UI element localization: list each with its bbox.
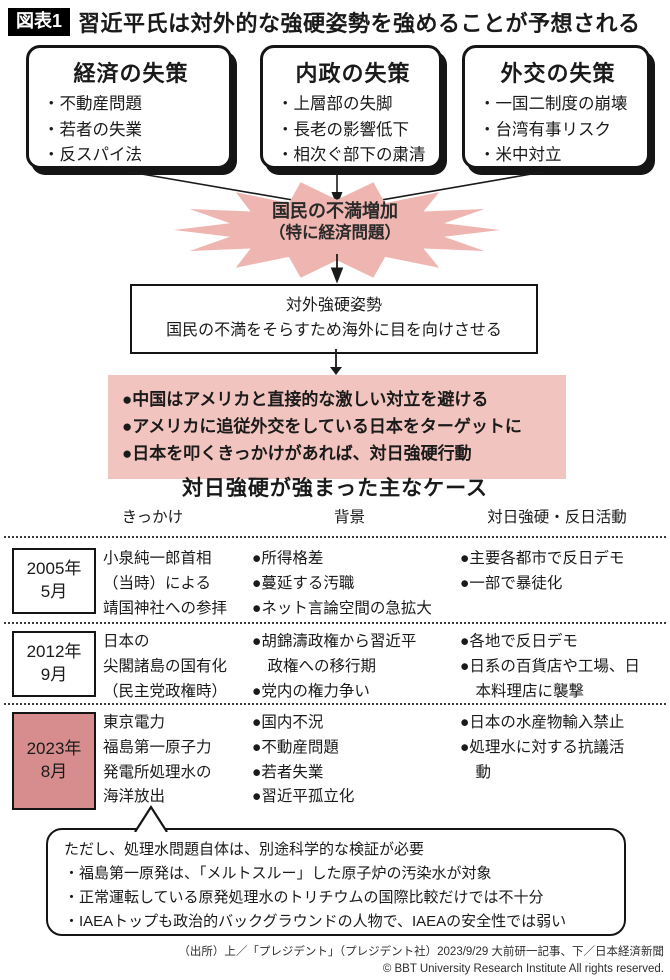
background-item: ●党内の権力争い [252,682,370,700]
strategy-item: ●アメリカに追従外交をしている日本をターゲットに [122,417,522,437]
source-line1: （出所）上／「プレジデント」（プレジデント社）2023/9/29 大前研一記事、… [178,946,664,958]
cause-box-items: ・上層部の失脚 ・長老の影響低下 ・相次ぐ部下の粛清 [277,95,426,165]
background-item: ●蔓延する汚職 [252,574,355,592]
cause-box-title: 内政の失策 [295,61,411,86]
background-item: ●胡錦濤政権から習近平 政権への移行期 [252,633,417,675]
activity-item: ●一部で暴徒化 [460,574,563,592]
activity-item: ●各地で反日デモ [460,633,578,650]
activity-item: ●主要各都市で反日デモ [460,550,625,567]
source-line2: © BBT University Research Institute All … [382,962,664,975]
activity-cell: ●主要各都市で反日デモ ●一部で暴徒化 [460,547,662,597]
stance-line2: 国民の不満をそらすため海外に目を向けさせる [166,321,502,339]
activity-cell: ●日本の水産物輸入禁止 ●処理水に対する抗議活 動 [460,711,662,785]
cause-box-title: 経済の失策 [73,61,189,86]
starburst-line1: 国民の不満増加 [272,201,398,221]
background-cell: ●国内不況 ●不動産問題 ●若者失業 ●習近平孤立化 [252,711,452,810]
cause-box-diplomacy: 外交の失策 ・一国二制度の崩壊 ・台湾有事リスク ・米中対立 [462,45,650,169]
date-cell-2023: 2023年 8月 [12,712,96,810]
background-item: ●不動産問題 [252,738,339,756]
strategy-item: ●日本を叩くきっかけがあれば、対日強硬行動 [122,444,472,464]
figure-header: 図表1 習近平氏は対外的な強硬姿勢を強めることが予想される [8,6,641,38]
background-cell: ●所得格差 ●蔓延する汚職 ●ネット言論空間の急拡大 [252,547,452,621]
dotted-divider [4,622,666,624]
activity-item: ●日本の水産物輸入禁止 [460,714,625,731]
background-item: ●所得格差 [252,550,324,567]
background-item: ●ネット言論空間の急拡大 [252,599,432,617]
callout-tail-icon [134,804,168,832]
trigger-cell: 小泉純一郎首相 （当時）による 靖国神社への参拝 [103,550,228,617]
background-item: ●若者失業 [252,763,324,781]
trigger-cell: 東京電力 福島第一原子力 発電所処理水の 海洋放出 [103,714,212,806]
note-item: ・IAEAトップも政治的バックグラウンドの人物で、IAEAの安全性では弱い [64,913,567,930]
cause-box-domestic: 内政の失策 ・上層部の失脚 ・長老の影響低下 ・相次ぐ部下の粛清 [260,45,442,169]
activity-cell: ●各地で反日デモ ●日系の百貨店や工場、日 本料理店に襲撃 [460,630,662,704]
arrow-left-to-starburst-icon [129,171,314,207]
col-header-background: 背景 [333,509,365,526]
date-cell-2012: 2012年 9月 [12,631,96,697]
stance-box: 対外強硬姿勢 国民の不満をそらすため海外に目を向けさせる [130,284,538,354]
date-cell-2005: 2005年 5月 [12,548,96,614]
background-cell: ●胡錦濤政権から習近平 政権への移行期 ●党内の権力争い [252,630,452,704]
col-header-activity: 対日強硬・反日活動 [487,509,627,526]
stance-line1: 対外強硬姿勢 [285,297,382,314]
arrow-stance-to-strategy-icon [330,349,342,375]
activity-item: ●処理水に対する抗議活 動 [460,738,625,781]
cause-box-economy: 経済の失策 ・不動産問題 ・若者の失業 ・反スパイ法 [26,45,232,169]
strategy-item: ●中国はアメリカと直接的な激しい対立を避ける [122,390,489,409]
figure-title: 習近平氏は対外的な強硬姿勢を強めることが予想される [78,11,641,36]
cause-box-items: ・一国二制度の崩壊 ・台湾有事リスク ・米中対立 [479,95,628,165]
starburst-shape [173,182,501,278]
cause-box-items: ・不動産問題 ・若者の失業 ・反スパイ法 [43,95,142,165]
background-item: ●国内不況 [252,714,324,731]
dotted-divider [4,536,666,538]
cause-box-title: 外交の失策 [500,61,616,86]
starburst-line2: （特に経済問題） [269,224,401,243]
note-item: ・正常運転している原発処理水のトリチウムの国際比較だけでは不十分 [64,889,544,906]
source-attribution: （出所）上／「プレジデント」（プレジデント社）2023/9/29 大前研一記事、… [64,944,664,977]
flow-arrows-and-starburst [129,171,544,284]
trigger-cell: 日本の 尖閣諸島の国有化 （民主党政権時） [103,633,228,700]
background-item: ●習近平孤立化 [252,788,355,806]
figure-label-badge: 図表1 [8,8,71,36]
starburst-text: 国民の不満増加 （特に経済問題） [0,200,670,245]
activity-item: ●日系の百貨店や工場、日 本料理店に襲撃 [460,657,640,700]
arrow-right-to-starburst-icon [360,171,544,207]
dotted-divider [4,703,666,705]
col-header-trigger: きっかけ [121,509,184,526]
note-title: ただし、処理水問題自体は、別途科学的な検証が必要 [64,841,425,858]
note-item: ・福島第一原発は、「メルトスルー」した原子炉の汚染水が対象 [64,865,492,882]
strategy-box: ●中国はアメリカと直接的な激しい対立を避ける ●アメリカに追従外交をしている日本… [108,375,566,479]
cases-table-title: 対日強硬が強まった主なケース [181,477,489,500]
note-callout: ただし、処理水問題自体は、別途科学的な検証が必要 ・福島第一原発は、「メルトスル… [46,828,626,936]
